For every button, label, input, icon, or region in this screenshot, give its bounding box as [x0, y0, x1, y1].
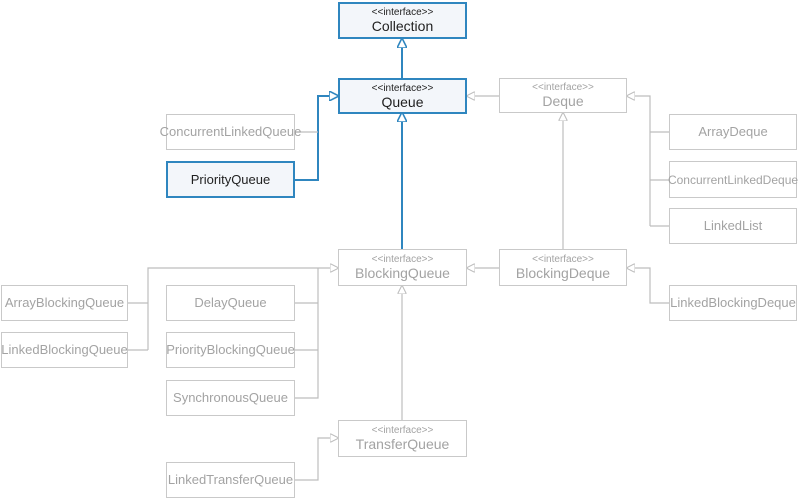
- node-label: LinkedBlockingDeque: [670, 295, 796, 310]
- node-deque: <<interface>> Deque: [499, 78, 627, 113]
- node-label: SynchronousQueue: [173, 390, 288, 405]
- node-queue: <<interface>> Queue: [338, 78, 467, 114]
- stereotype-label: <<interface>>: [532, 82, 594, 93]
- node-label: ConcurrentLinkedQueue: [159, 124, 302, 139]
- node-linked-list: LinkedList: [669, 208, 797, 244]
- node-concurrent-linked-queue: ConcurrentLinkedQueue: [160, 114, 301, 150]
- node-label: ConcurrentLinkedDeque: [667, 172, 799, 187]
- node-linked-blocking-queue: LinkedBlockingQueue: [1, 332, 128, 368]
- node-label: TransferQueue: [355, 436, 450, 452]
- node-concurrent-linked-deque: ConcurrentLinkedDeque: [667, 161, 799, 198]
- node-label: PriorityQueue: [190, 171, 271, 187]
- stereotype-label: <<interface>>: [371, 82, 434, 94]
- node-blocking-deque: <<interface>> BlockingDeque: [499, 249, 627, 286]
- node-transfer-queue: <<interface>> TransferQueue: [338, 420, 467, 457]
- node-linked-transfer-queue: LinkedTransferQueue: [166, 462, 295, 498]
- node-label: Deque: [542, 93, 584, 109]
- node-label: LinkedList: [703, 218, 763, 233]
- node-priority-queue: PriorityQueue: [166, 161, 295, 198]
- edge-left-impl-blockingqueue: [128, 268, 338, 351]
- node-array-blocking-queue: ArrayBlockingQueue: [1, 285, 128, 321]
- edge-linkedblockingdeque-blockingdeque: [627, 268, 669, 304]
- node-priority-blocking-queue: PriorityBlockingQueue: [166, 332, 295, 368]
- stereotype-label: <<interface>>: [532, 254, 594, 265]
- node-label: ArrayDeque: [698, 124, 768, 139]
- node-label: DelayQueue: [194, 295, 267, 310]
- edge-impl-deque: [627, 96, 669, 227]
- edge-mid-impl-blockingqueue: [295, 268, 319, 399]
- node-label: ArrayBlockingQueue: [4, 295, 125, 310]
- edge-priorityqueue-queue: [295, 96, 338, 181]
- stereotype-label: <<interface>>: [371, 254, 434, 265]
- node-blocking-queue: <<interface>> BlockingQueue: [338, 249, 467, 286]
- node-label: Queue: [381, 93, 424, 110]
- stereotype-label: <<interface>>: [371, 7, 434, 18]
- node-collection: <<interface>> Collection: [338, 2, 467, 39]
- node-linked-blocking-deque: LinkedBlockingDeque: [669, 285, 797, 321]
- node-label: LinkedTransferQueue: [167, 472, 294, 487]
- node-array-deque: ArrayDeque: [669, 114, 797, 150]
- node-label: Collection: [371, 18, 434, 34]
- node-label: BlockingQueue: [355, 265, 450, 281]
- node-delay-queue: DelayQueue: [166, 285, 295, 321]
- node-label: PriorityBlockingQueue: [166, 342, 295, 357]
- node-label: BlockingDeque: [515, 265, 611, 281]
- stereotype-label: <<interface>>: [371, 425, 434, 436]
- node-synchronous-queue: SynchronousQueue: [166, 380, 295, 416]
- edge-linkedtransferqueue-transferqueue: [295, 438, 338, 481]
- node-label: LinkedBlockingQueue: [1, 342, 128, 357]
